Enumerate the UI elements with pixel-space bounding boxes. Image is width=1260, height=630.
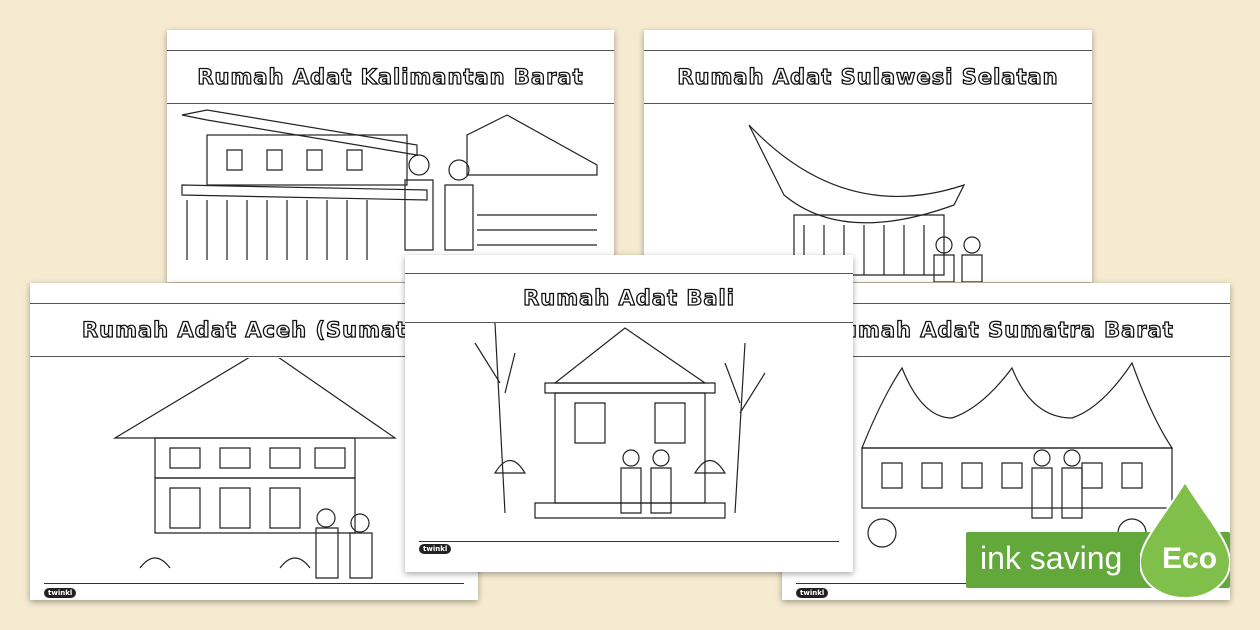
ink-saving-eco-badge: ink saving Eco — [966, 482, 1230, 598]
ink-saving-text: ink saving — [980, 540, 1123, 576]
sheet-title: Rumah Adat Aceh (Sumatra — [30, 303, 478, 357]
sheet-title: Rumah Adat Sulawesi Selatan — [644, 50, 1092, 104]
sheet-footer — [419, 541, 839, 542]
eco-label: Eco — [1162, 542, 1218, 575]
sheet-kalimantan-barat[interactable]: Rumah Adat Kalimantan Barat — [167, 30, 614, 282]
house-illustration — [474, 323, 766, 519]
sheet-bali[interactable]: Rumah Adat Bali twinkl — [405, 255, 853, 572]
twinkl-logo: twinkl — [419, 544, 452, 554]
sheet-aceh[interactable]: Rumah Adat Aceh (Sumatra twinkl — [30, 283, 478, 600]
twinkl-logo: twinkl — [44, 588, 77, 598]
house-illustration — [181, 109, 598, 260]
sheet-title: umah Adat Sumatra Barat — [782, 303, 1230, 357]
sheet-title: Rumah Adat Bali — [405, 273, 853, 323]
twinkl-logo: twinkl — [796, 588, 829, 598]
sheet-sulawesi-selatan[interactable]: Rumah Adat Sulawesi Selatan — [644, 30, 1092, 282]
leaf-icon — [1140, 482, 1230, 598]
sheet-footer — [44, 583, 464, 584]
sheet-title: Rumah Adat Kalimantan Barat — [167, 50, 614, 104]
house-illustration — [112, 358, 397, 579]
